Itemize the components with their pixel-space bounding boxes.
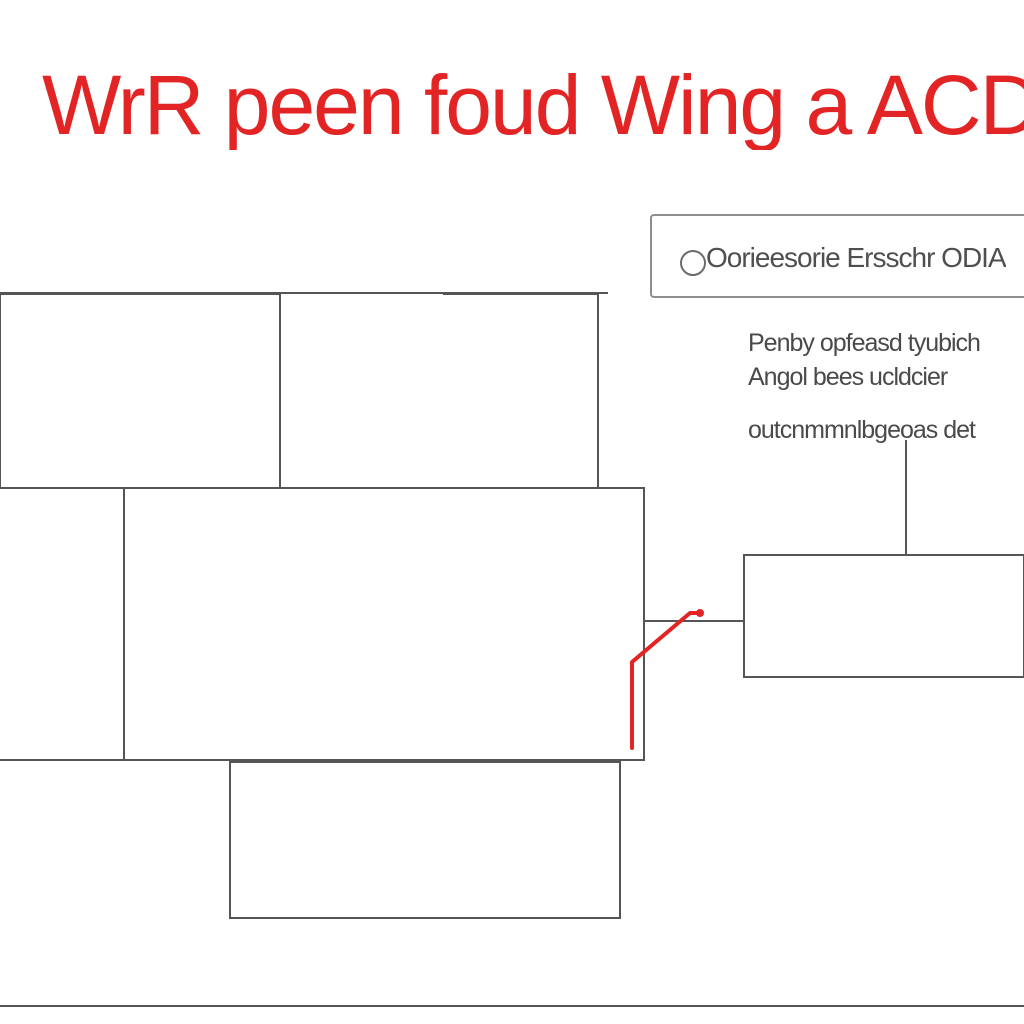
lower-room-outline: [229, 761, 621, 919]
annotation-line-3: outcnmmnlbgeoas det: [748, 416, 976, 444]
annotation-line-1: Penby opfeasd tyubich: [748, 329, 981, 357]
red-wire: [630, 611, 702, 750]
right-module-box: [743, 554, 1024, 678]
main-room-outline: [123, 487, 645, 761]
search-field-label: Oorieesorie Ersschr ODIA: [706, 242, 1006, 273]
left-room-outline: [0, 487, 125, 761]
search-icon: [680, 250, 706, 276]
annotation-line-2: Angol bees ucldcier: [748, 363, 948, 391]
diagram-title: WrR peen foud Wing a ACDD: [42, 60, 1024, 150]
upper-right-room-outline: [443, 293, 599, 489]
upper-left-room-outline: [0, 293, 281, 489]
search-field[interactable]: Oorieesorie Ersschr ODIA: [650, 214, 1024, 298]
wire-terminal: [696, 609, 704, 617]
